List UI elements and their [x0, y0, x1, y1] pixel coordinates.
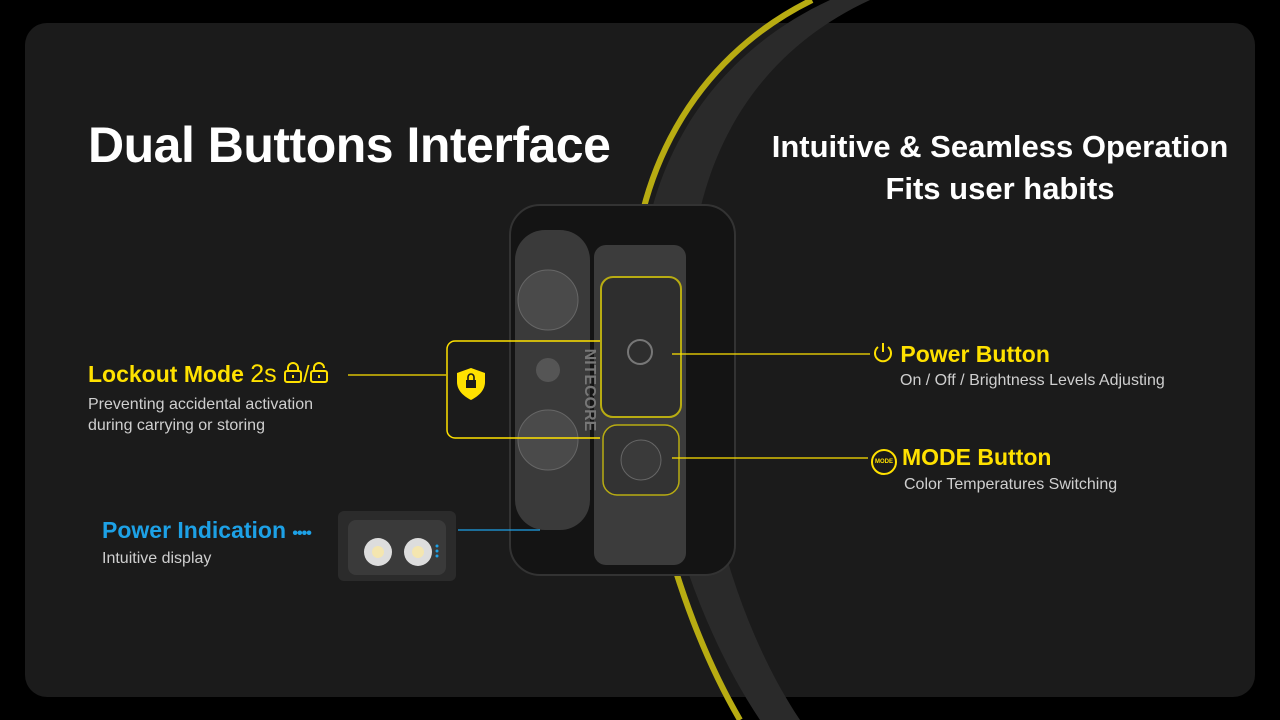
- page-title: Dual Buttons Interface: [88, 117, 611, 173]
- page-subtitle: Intuitive & Seamless Operation Fits user…: [740, 126, 1260, 210]
- power-indication-label: Power Indication ••••: [102, 517, 312, 544]
- mode-button-title: MODE Button: [902, 444, 1052, 470]
- lockout-duration: 2s: [250, 360, 277, 388]
- mode-button-description: Color Temperatures Switching: [904, 476, 1118, 493]
- power-button-pad: [600, 276, 682, 418]
- lockout-mode-label: Lockout Mode 2s /: [88, 360, 329, 389]
- power-button-description: On / Off / Brightness Levels Adjusting: [900, 372, 1165, 389]
- power-icon: [874, 343, 892, 363]
- lock-separator: /: [303, 361, 310, 387]
- subtitle-line-2: Fits user habits: [885, 171, 1115, 206]
- power-indication-title: Power Indication: [102, 517, 287, 543]
- lockout-desc-line-2: during carrying or storing: [88, 417, 265, 434]
- power-button-title: Power Button: [900, 341, 1050, 367]
- mode-icon: MODE: [871, 449, 897, 475]
- power-button-label: Power Button: [872, 341, 1050, 368]
- lockout-mode-title: Lockout Mode: [88, 361, 244, 387]
- subtitle-line-1: Intuitive & Seamless Operation: [771, 129, 1229, 164]
- lock-icon: [284, 362, 303, 383]
- power-indication-description: Intuitive display: [102, 550, 212, 567]
- brand-logo: NITECORE: [581, 349, 598, 432]
- lockout-desc-line-1: Preventing accidental activation: [88, 396, 314, 413]
- battery-dots-icon: ••••: [292, 525, 311, 542]
- lockout-bracket: [446, 340, 600, 439]
- unlock-icon: [310, 362, 329, 383]
- lockout-description: Preventing accidental activation during …: [88, 394, 313, 436]
